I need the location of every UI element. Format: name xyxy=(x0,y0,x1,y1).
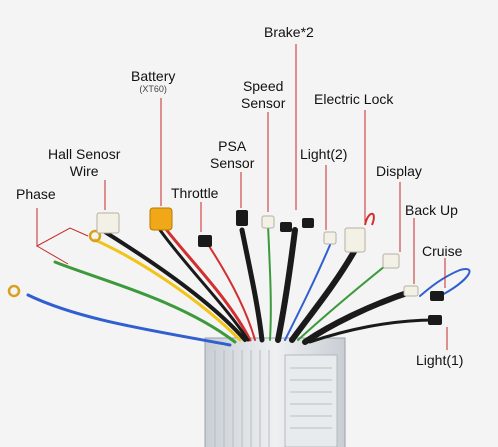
label-phase: Phase xyxy=(16,186,56,202)
label-brake: Brake*2 xyxy=(264,24,314,40)
brake-connector-1 xyxy=(280,222,292,232)
electric-lock-loop xyxy=(364,212,375,226)
label-hall-sensor: Hall Senosr Wire xyxy=(48,146,120,180)
phase-ring-terminal-2 xyxy=(88,229,102,243)
leader-phase-2 xyxy=(36,245,69,265)
psa-connector xyxy=(236,210,248,226)
label-speed-sensor: Speed Sensor xyxy=(241,78,285,112)
label-light1: Light(1) xyxy=(416,352,464,368)
label-electric-lock: Electric Lock xyxy=(314,91,394,107)
brake-wire xyxy=(275,227,298,343)
leader-lines xyxy=(36,44,448,350)
label-battery-main: Battery xyxy=(131,68,176,84)
label-psa-sensor-line2: Sensor xyxy=(210,155,255,171)
controller-box xyxy=(204,337,346,447)
cruise-connector xyxy=(430,291,444,301)
lock-wire xyxy=(289,247,358,343)
display-connector xyxy=(382,253,400,269)
throttle-wire xyxy=(204,239,256,341)
label-light2: Light(2) xyxy=(300,146,348,162)
brake-connector-2 xyxy=(302,218,314,228)
label-display: Display xyxy=(376,163,422,179)
throttle-connector xyxy=(198,235,212,247)
psa-wire xyxy=(239,227,265,343)
label-hall-sensor-line2: Wire xyxy=(69,163,99,179)
phase-wire-blue xyxy=(26,293,232,347)
label-speed-sensor-line2: Sensor xyxy=(241,95,286,111)
wire-harness xyxy=(26,224,471,347)
phase-wire-yellow xyxy=(93,238,242,342)
light1-connector xyxy=(428,315,442,325)
label-battery-sub: (XT60) xyxy=(139,84,167,94)
battery-wire-red xyxy=(163,226,252,342)
label-hall-sensor-line1: Hall Senosr xyxy=(48,146,121,162)
label-speed-sensor-line1: Speed xyxy=(242,78,284,94)
connectors xyxy=(7,207,444,325)
light2-connector xyxy=(323,231,337,245)
backup-connector xyxy=(403,285,419,297)
phase-ring-terminal-1 xyxy=(7,284,21,298)
speed-connector xyxy=(261,215,275,229)
label-psa-sensor-line1: PSA xyxy=(218,138,247,154)
leader-phase xyxy=(36,208,89,247)
cruise-wire xyxy=(419,268,471,297)
label-battery: Battery (XT60) xyxy=(131,68,175,94)
label-back-up: Back Up xyxy=(405,202,458,218)
backup-wire xyxy=(302,289,413,345)
phase-wire-green xyxy=(53,260,237,344)
label-psa-sensor: PSA Sensor xyxy=(210,138,254,172)
battery-connector-xt60 xyxy=(149,207,173,231)
speed-wire xyxy=(267,224,272,341)
light1-wire xyxy=(308,318,437,344)
battery-wire-black xyxy=(158,228,250,342)
electric-lock-connector xyxy=(344,227,366,253)
hall-connector xyxy=(96,212,120,234)
label-throttle: Throttle xyxy=(171,185,219,201)
light2-wire xyxy=(284,244,331,341)
label-cruise: Cruise xyxy=(422,243,463,259)
hall-wire-black xyxy=(103,230,247,342)
display-wire xyxy=(297,261,391,341)
